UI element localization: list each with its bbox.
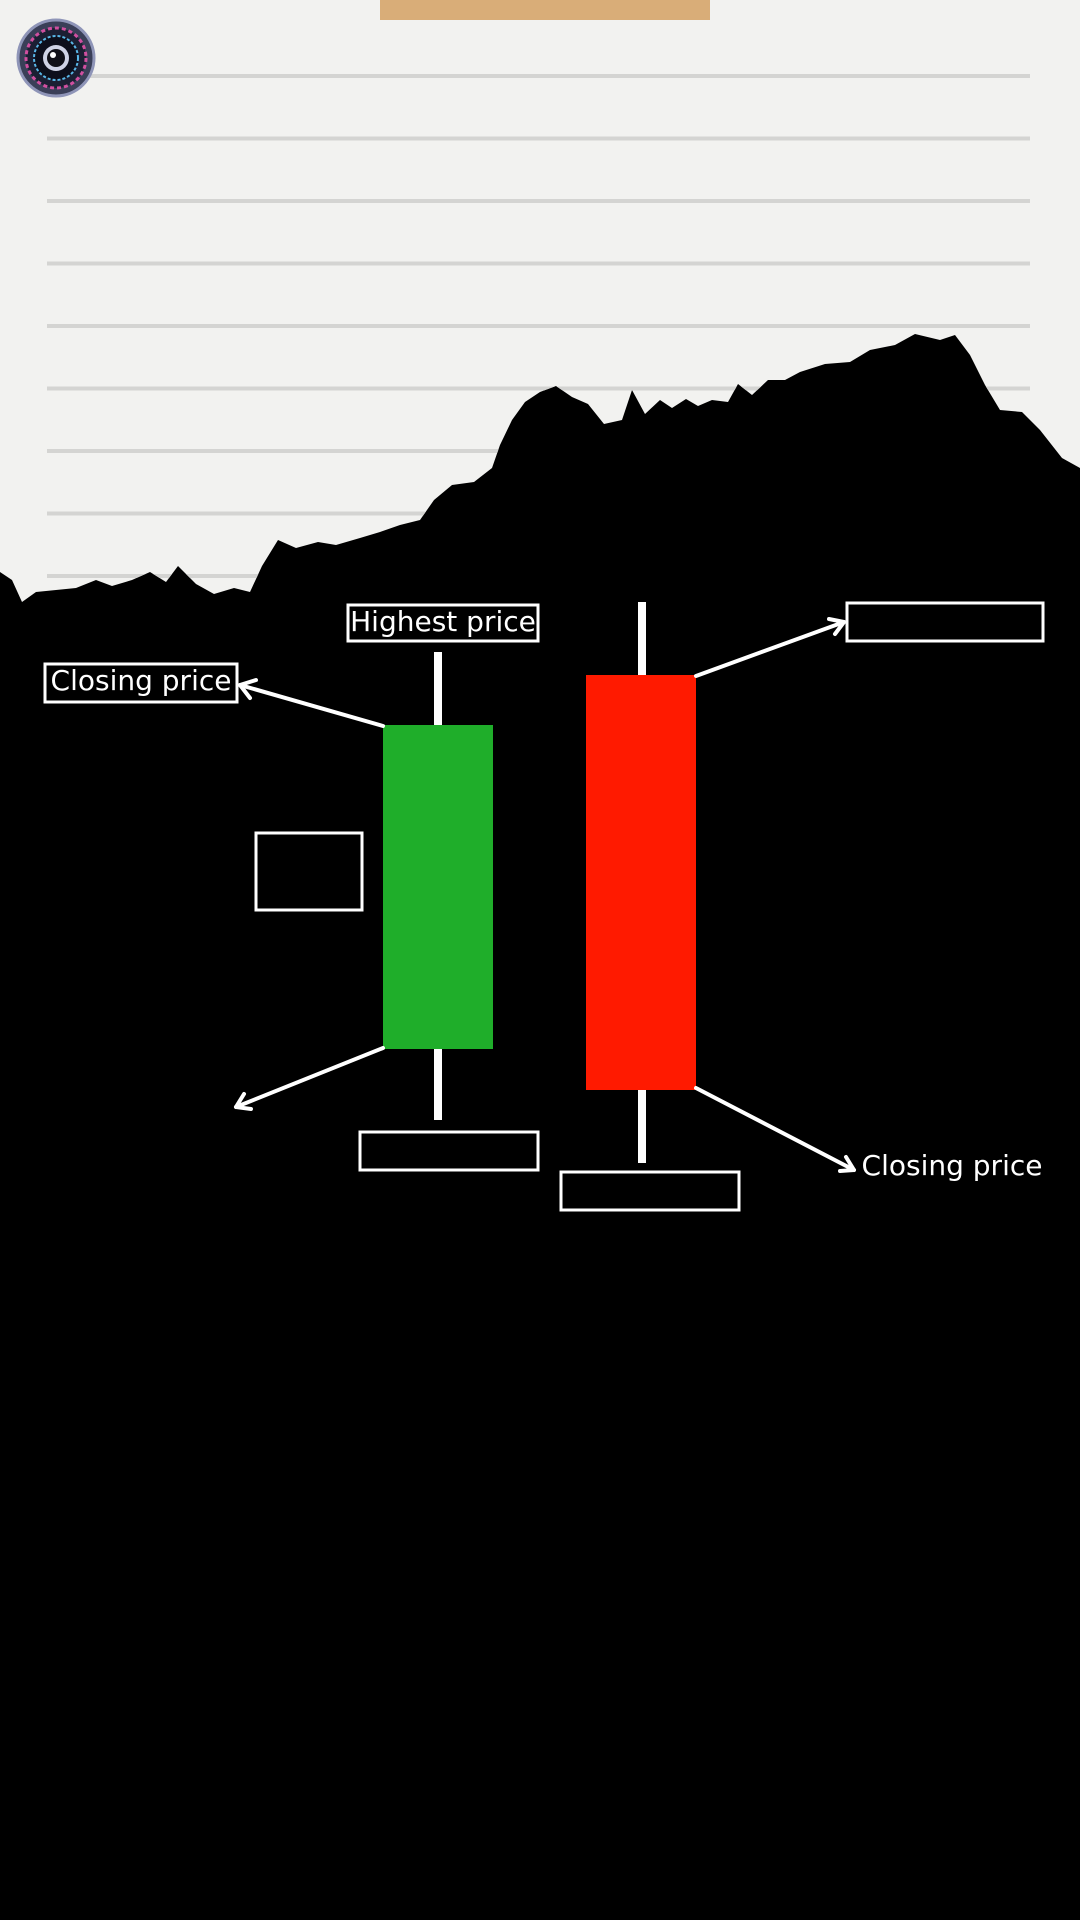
bull-closing-price-label: Closing price: [51, 664, 232, 697]
bull-highest-price-box: [346, 603, 540, 643]
arrows: [234, 617, 856, 1173]
bull-lower-wick: [434, 1047, 442, 1120]
notebook-paper: [0, 0, 1080, 602]
bearish-candle: [586, 602, 696, 1163]
bear-highest-price-box: [845, 601, 1045, 643]
bull-opening-price-box: [254, 831, 364, 912]
bear-lowest-price-box: [559, 1170, 741, 1212]
tape-strip: [380, 0, 710, 20]
bull-lowest-price-box: [358, 1130, 540, 1172]
label-boxes: [43, 601, 1045, 1212]
bear-upper-wick: [638, 602, 646, 677]
bull-highest-price-label: Highest price: [350, 605, 536, 638]
bear-lower-wick: [638, 1088, 646, 1163]
camera-lens-logo-icon: [16, 18, 96, 98]
arrow-icon: [694, 1086, 856, 1173]
bull-closing-price-box: [43, 662, 239, 704]
bull-upper-wick: [434, 652, 442, 727]
bear-body: [586, 675, 696, 1090]
bull-body: [383, 725, 493, 1049]
bear-closing-price-label: Closing price: [862, 1149, 1043, 1182]
arrow-icon: [694, 617, 846, 678]
bullish-candle: [383, 652, 493, 1120]
arrow-icon: [238, 678, 385, 728]
arrow-icon: [234, 1046, 385, 1111]
